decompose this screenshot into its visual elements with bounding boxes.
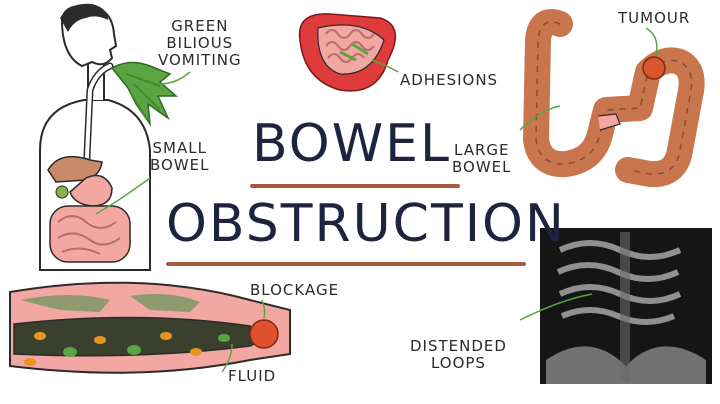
blockage-tube [9, 281, 291, 374]
adhesions-illustration [298, 13, 397, 92]
vomit-green [110, 61, 178, 127]
label-blockage: BLOCKAGE [250, 281, 340, 299]
stomach-and-liver [47, 155, 113, 207]
title-underline-1 [250, 184, 460, 188]
arrow-adhesions [371, 59, 399, 73]
arrow-blockage [261, 299, 266, 319]
arrow-distended-loops [519, 293, 593, 321]
label-tumour: TUMOUR [618, 9, 691, 27]
label-adhesions: ADHESIONS [400, 71, 499, 89]
pointer-arrows [95, 27, 658, 373]
title-line-1: BOWEL [252, 114, 451, 174]
title-underline-2 [166, 262, 526, 266]
blockage-mass [249, 319, 279, 349]
title-line-2: OBSTRUCTION [166, 194, 566, 254]
esophagus [82, 62, 114, 182]
label-fluid: FLUID [228, 367, 277, 385]
arrow-small-bowel [95, 177, 151, 215]
large-bowel-illustration [523, 9, 705, 188]
arrow-vomiting [159, 71, 191, 85]
arrow-tumour [645, 27, 658, 57]
small-bowel-body [49, 205, 131, 263]
fluid-particles [24, 332, 230, 366]
label-large-bowel: LARGE BOWEL [452, 141, 512, 176]
xray-image [540, 228, 712, 384]
arrow-large-bowel [519, 105, 561, 131]
label-distended-loops: DISTENDED LOOPS [410, 337, 507, 372]
label-small-bowel: SMALL BOWEL [150, 139, 210, 174]
label-green-bilious-vomiting: GREEN BILIOUS VOMITING [158, 17, 242, 69]
arrow-fluid [221, 343, 233, 373]
